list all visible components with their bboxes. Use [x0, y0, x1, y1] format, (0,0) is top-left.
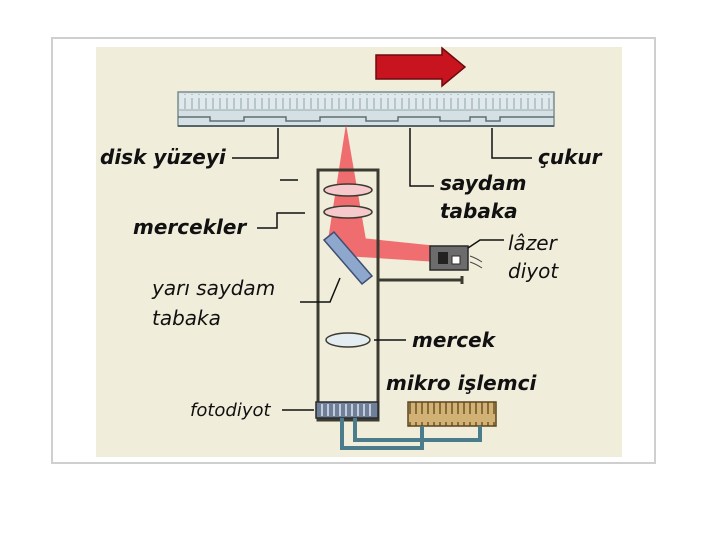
photodiode [315, 401, 379, 419]
label-photodiode: fotodiyot [190, 400, 272, 421]
label-lenses: mercekler [133, 215, 247, 239]
label-disk-surface: disk yüzeyi [100, 145, 227, 169]
upper-lens [323, 183, 373, 197]
semi-transparent-mirror [322, 230, 374, 286]
label-semi-transparent-1: yarı saydam [151, 276, 275, 300]
right-arrow-icon [375, 46, 467, 88]
label-pit: çukur [538, 145, 603, 169]
lower-lens [325, 332, 371, 348]
label-microprocessor: mikro işlemci [386, 371, 537, 395]
leader-lines [232, 128, 532, 411]
label-laser-2: diyot [508, 259, 559, 283]
label-lens: mercek [412, 328, 497, 352]
label-semi-transparent-2: tabaka [152, 306, 221, 330]
optical-housing [316, 168, 464, 422]
label-transparent-layer-1: saydam [440, 171, 526, 195]
middle-lens [323, 205, 373, 219]
label-transparent-layer-2: tabaka [440, 199, 518, 223]
signal-cable [340, 418, 482, 450]
laser-diode [429, 245, 483, 271]
label-laser-1: lâzer [508, 231, 559, 255]
microprocessor [407, 401, 497, 427]
disk [177, 91, 555, 127]
